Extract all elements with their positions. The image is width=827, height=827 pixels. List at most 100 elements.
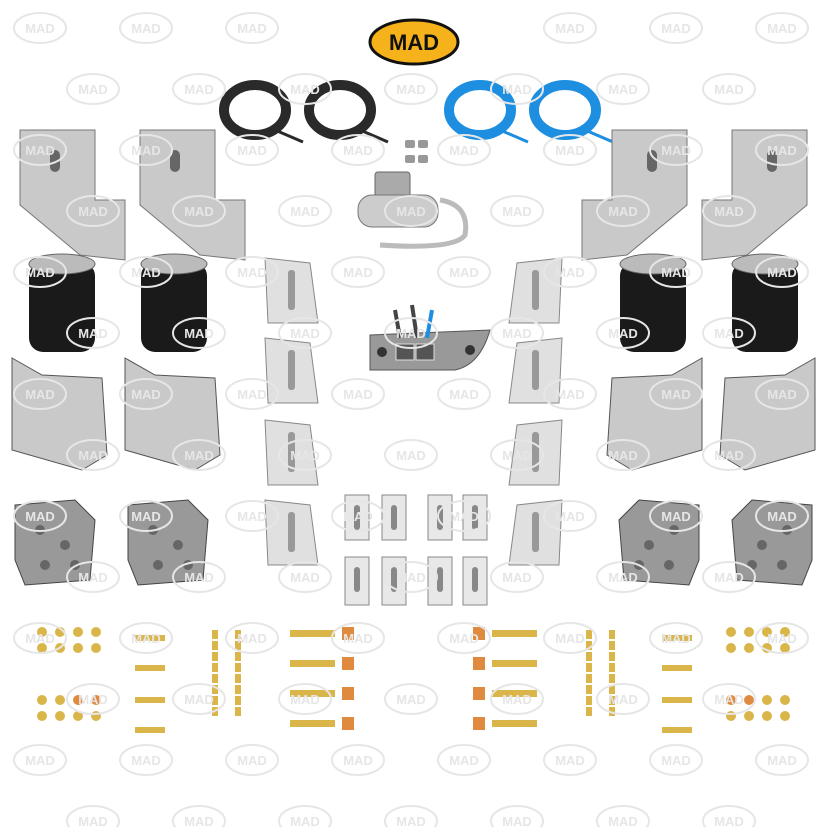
slot	[767, 150, 777, 172]
watermark-mad: MAD	[119, 378, 173, 410]
watermark-mad: MAD	[119, 744, 173, 776]
watermark-mad: MAD	[384, 683, 438, 715]
watermark-mad: MAD	[543, 378, 597, 410]
slot	[472, 567, 478, 592]
watermark-text: MAD	[290, 814, 320, 827]
washer	[744, 643, 754, 653]
watermark-mad: MAD	[66, 73, 120, 105]
watermark-text: MAD	[343, 753, 373, 768]
watermark-oval	[437, 500, 491, 532]
tee-fitting	[405, 140, 415, 148]
watermark-text: MAD	[25, 265, 55, 280]
nut	[780, 695, 790, 705]
watermark-text: MAD	[555, 387, 585, 402]
gauge-panel	[369, 304, 491, 371]
watermark-mad: MAD	[172, 561, 226, 593]
screw	[235, 674, 241, 683]
watermark-text: MAD	[608, 814, 638, 827]
screw	[609, 652, 615, 661]
screw	[609, 663, 615, 672]
watermark-mad: MAD	[702, 561, 756, 593]
upper-frame-bracket	[139, 129, 246, 261]
watermark-mad: MAD	[66, 317, 120, 349]
watermark-oval	[66, 317, 120, 349]
watermark-oval	[225, 500, 279, 532]
watermark-text: MAD	[131, 753, 161, 768]
watermark-mad: MAD	[649, 12, 703, 44]
watermark-oval	[596, 439, 650, 471]
watermark-text: MAD	[78, 204, 108, 219]
watermark-text: MAD	[237, 387, 267, 402]
watermark-mad: MAD	[66, 439, 120, 471]
long-bolt	[492, 660, 537, 667]
watermark-text: MAD	[343, 265, 373, 280]
watermark-text: MAD	[449, 509, 479, 524]
lock-nut	[342, 627, 354, 640]
slot	[647, 150, 657, 172]
long-bolt	[290, 660, 335, 667]
watermark-oval	[225, 378, 279, 410]
watermark-oval	[331, 378, 385, 410]
watermark-text: MAD	[714, 570, 744, 585]
watermark-mad: MAD	[490, 73, 544, 105]
screw	[212, 641, 218, 650]
watermark-text: MAD	[661, 509, 691, 524]
watermark-mad: MAD	[490, 439, 544, 471]
watermark-oval	[384, 317, 438, 349]
watermark-mad: MAD	[278, 195, 332, 227]
watermark-mad: MAD	[119, 134, 173, 166]
slot	[354, 567, 360, 592]
watermark-oval	[13, 622, 67, 654]
small-shim-plate	[427, 494, 453, 541]
watermark-mad: MAD	[755, 500, 809, 532]
watermark-mad: MAD	[649, 378, 703, 410]
watermark-text: MAD	[714, 82, 744, 97]
watermark-oval	[755, 744, 809, 776]
watermark-pattern: MAD MAD MAD MAD MAD MAD MAD MAD MAD MAD MAD MAD MAD M…	[13, 12, 809, 827]
watermark-text: MAD	[714, 692, 744, 707]
watermark-oval	[490, 317, 544, 349]
watermark-text: MAD	[290, 204, 320, 219]
watermark-oval	[225, 12, 279, 44]
watermark-mad: MAD	[13, 12, 67, 44]
watermark-text: MAD	[131, 21, 161, 36]
watermark-mad: MAD	[384, 73, 438, 105]
long-bolt	[290, 720, 335, 727]
watermark-mad: MAD	[119, 500, 173, 532]
watermark-oval	[702, 439, 756, 471]
screw	[586, 641, 592, 650]
watermark-text: MAD	[661, 143, 691, 158]
watermark-text: MAD	[78, 570, 108, 585]
watermark-oval	[755, 378, 809, 410]
bolt	[135, 697, 165, 703]
watermark-text: MAD	[661, 753, 691, 768]
tee-fittings	[405, 140, 428, 163]
watermark-text: MAD	[25, 21, 55, 36]
watermark-oval	[437, 378, 491, 410]
watermark-mad: MAD	[755, 134, 809, 166]
watermark-text: MAD	[555, 753, 585, 768]
watermark-text: MAD	[661, 631, 691, 646]
screw	[586, 674, 592, 683]
watermark-oval	[172, 317, 226, 349]
watermark-mad: MAD	[66, 195, 120, 227]
watermark-text: MAD	[184, 448, 214, 463]
small-shim-plate	[462, 556, 488, 606]
long-bolt	[290, 630, 335, 637]
watermark-oval	[66, 561, 120, 593]
watermark-oval	[543, 134, 597, 166]
watermark-text: MAD	[502, 814, 532, 827]
lock-nut	[473, 657, 485, 670]
watermark-text: MAD	[714, 448, 744, 463]
spacer-plate	[508, 499, 563, 566]
watermark-text: MAD	[290, 326, 320, 341]
watermark-mad: MAD	[13, 744, 67, 776]
watermark-text: MAD	[449, 753, 479, 768]
watermark-text: MAD	[237, 631, 267, 646]
tee-fitting	[418, 140, 428, 148]
watermark-oval	[331, 622, 385, 654]
watermark-oval	[384, 439, 438, 471]
watermark-mad: MAD	[596, 683, 650, 715]
watermark-mad: MAD	[596, 317, 650, 349]
watermark-text: MAD	[184, 204, 214, 219]
